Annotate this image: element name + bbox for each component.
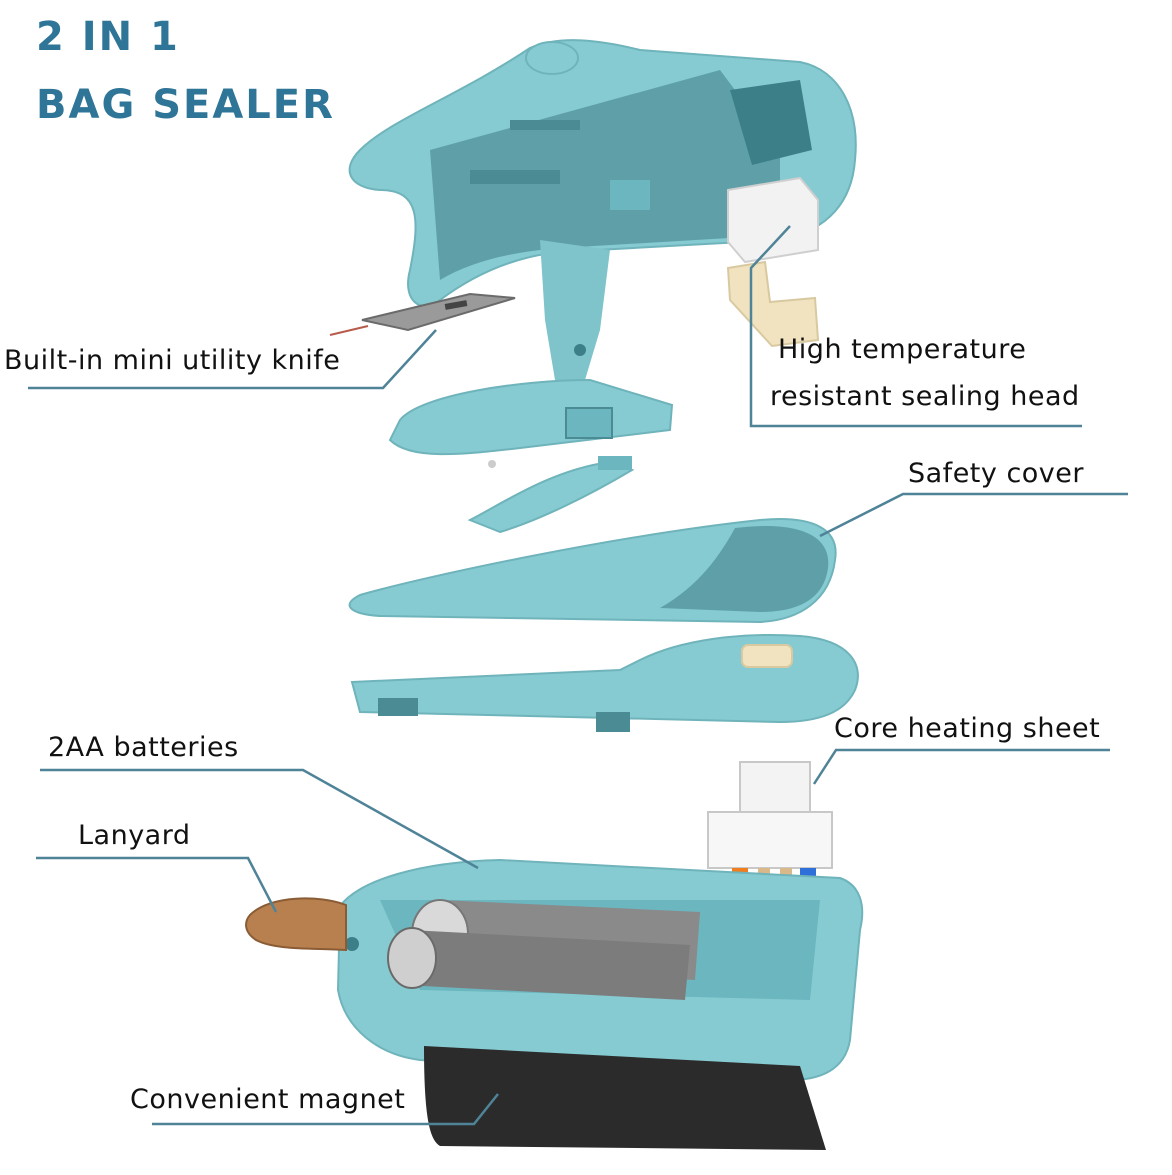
label-magnet: Convenient magnet [130, 1084, 406, 1115]
lanyard-strap [245, 897, 347, 952]
label-batteries: 2AA batteries [48, 732, 239, 763]
leader-lines [28, 225, 1128, 1126]
leader-line-magnet [152, 1093, 499, 1126]
knife-blade [329, 292, 516, 336]
leader-line-lanyard [36, 856, 278, 913]
trigger-pieces [388, 378, 674, 534]
sealing-head-block [726, 176, 820, 348]
leader-line-safety-cover [819, 492, 1128, 538]
safety-cover-part [348, 518, 837, 624]
magnet-plate [424, 1046, 826, 1150]
battery [387, 927, 690, 1000]
leader-line-batteries [40, 768, 479, 870]
heating-plate [350, 634, 859, 732]
title-line-1: 2 IN 1 [36, 14, 180, 60]
label-lanyard: Lanyard [78, 820, 191, 851]
label-core-heating-sheet: Core heating sheet [834, 713, 1101, 744]
label-utility-knife: Built-in mini utility knife [4, 345, 341, 376]
leader-line-head [749, 225, 1082, 428]
label-sealing-head-line-1: High temperature [778, 334, 1027, 365]
leader-line-core-heating [812, 748, 1110, 785]
label-safety-cover: Safety cover [908, 458, 1085, 489]
leader-line-knife [28, 329, 437, 390]
label-sealing-head-line-2: resistant sealing head [770, 381, 1080, 412]
base-housing [336, 858, 864, 1082]
title-line-2: BAG SEALER [36, 82, 335, 128]
top-lid [348, 39, 857, 380]
